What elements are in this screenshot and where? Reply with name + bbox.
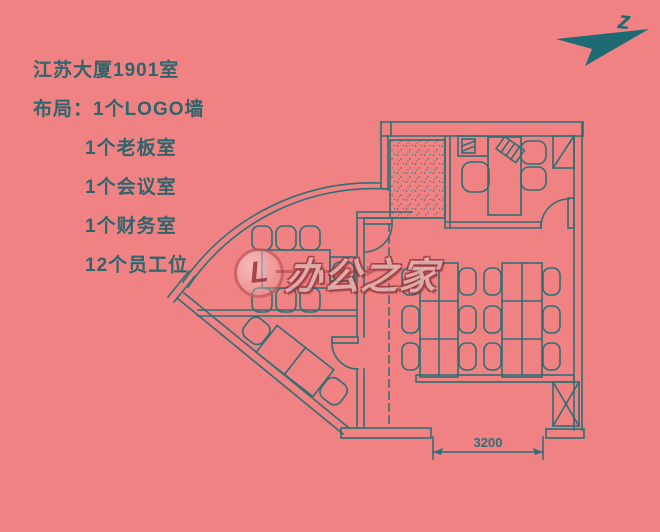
dimension-3200: 3200 bbox=[432, 435, 544, 460]
north-arrow-icon bbox=[556, 29, 649, 66]
dimension-text: 3200 bbox=[474, 435, 503, 450]
wardrobe bbox=[551, 134, 576, 170]
north-arrow-label: z bbox=[616, 6, 633, 35]
logo-wall bbox=[389, 139, 446, 219]
layout-line-logo-wall: 布局：1个LOGO墙 bbox=[33, 99, 205, 120]
layout-line-finance-room: 1个财务室 bbox=[85, 216, 177, 237]
workstations bbox=[401, 262, 575, 383]
layout-line-meeting-room: 1个会议室 bbox=[85, 177, 177, 198]
boss-room-furniture bbox=[457, 134, 576, 216]
north-arrow: z bbox=[556, 6, 649, 66]
layout-line-boss-office: 1个老板室 bbox=[85, 138, 177, 159]
column-x bbox=[551, 380, 581, 428]
room-info-block: 江苏大厦1901室 布局：1个LOGO墙 1个老板室 1个会议室 1个财务室 1… bbox=[33, 49, 205, 283]
finance-room-furniture bbox=[241, 316, 349, 406]
room-title: 江苏大厦1901室 bbox=[33, 60, 180, 81]
meeting-room-furniture bbox=[251, 225, 356, 313]
doors bbox=[331, 197, 575, 370]
layout-line-workstations: 12个员工位 bbox=[85, 255, 189, 276]
desk-lamp bbox=[495, 135, 526, 164]
